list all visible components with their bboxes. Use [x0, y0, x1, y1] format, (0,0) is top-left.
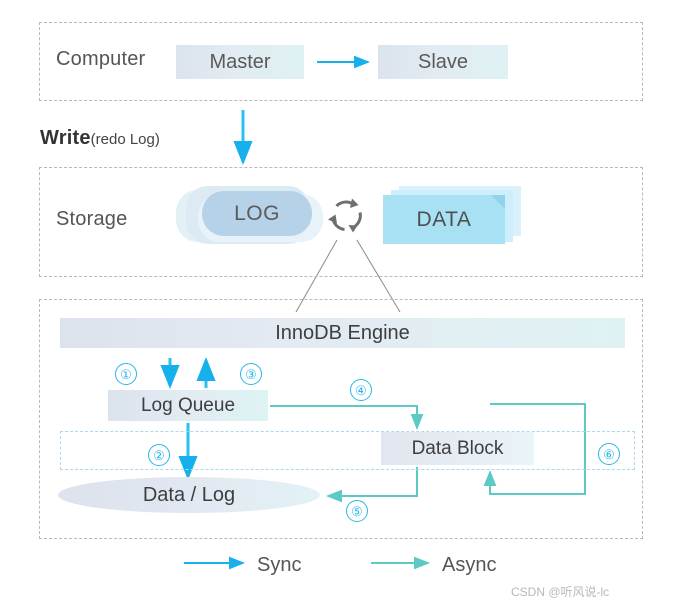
node-data-log-ellipse[interactable] — [58, 477, 320, 513]
node-innodb-engine[interactable]: InnoDB Engine — [60, 318, 625, 348]
data-layer-3 — [383, 195, 505, 244]
step-marker-2: ② — [148, 444, 170, 466]
step-marker-3: ③ — [240, 363, 262, 385]
node-data[interactable]: DATA — [383, 186, 523, 248]
step-marker-5: ⑤ — [346, 500, 368, 522]
watermark-text: CSDN @听风说-lc — [511, 585, 610, 599]
arrow-step6-feedback-loop — [483, 403, 586, 495]
data-log-label: Data / Log — [142, 483, 236, 506]
log-label: LOG — [234, 201, 280, 225]
node-log[interactable]: LOG — [176, 186, 323, 246]
node-master[interactable]: Master — [176, 45, 304, 79]
log-layer-4 — [202, 191, 312, 236]
write-redolog-label: Write(redo Log) — [40, 127, 160, 150]
section-computer — [39, 22, 643, 101]
step-marker-1: ① — [115, 363, 137, 385]
arrow-step4-logqueue-to-datablock — [270, 405, 424, 430]
section-engine — [39, 299, 643, 539]
arrow-step5-datablock-to-datalog — [326, 467, 418, 503]
label-computer: Computer — [56, 48, 146, 70]
refresh-cycle-icon — [322, 192, 370, 240]
node-slave[interactable]: Slave — [378, 45, 508, 79]
legend-label-sync: Sync — [257, 554, 302, 576]
node-data-block[interactable]: Data Block — [381, 432, 534, 465]
label-storage: Storage — [56, 208, 128, 230]
section-storage — [39, 167, 643, 277]
node-log-queue[interactable]: Log Queue — [108, 390, 268, 421]
buffer-pool-band — [60, 431, 635, 470]
write-paren-text: (redo Log) — [90, 131, 160, 148]
data-label: DATA — [416, 207, 472, 231]
write-strong-text: Write — [40, 127, 91, 149]
step-marker-4: ④ — [350, 379, 372, 401]
legend-label-async: Async — [442, 554, 497, 576]
step-marker-6: ⑥ — [598, 443, 620, 465]
